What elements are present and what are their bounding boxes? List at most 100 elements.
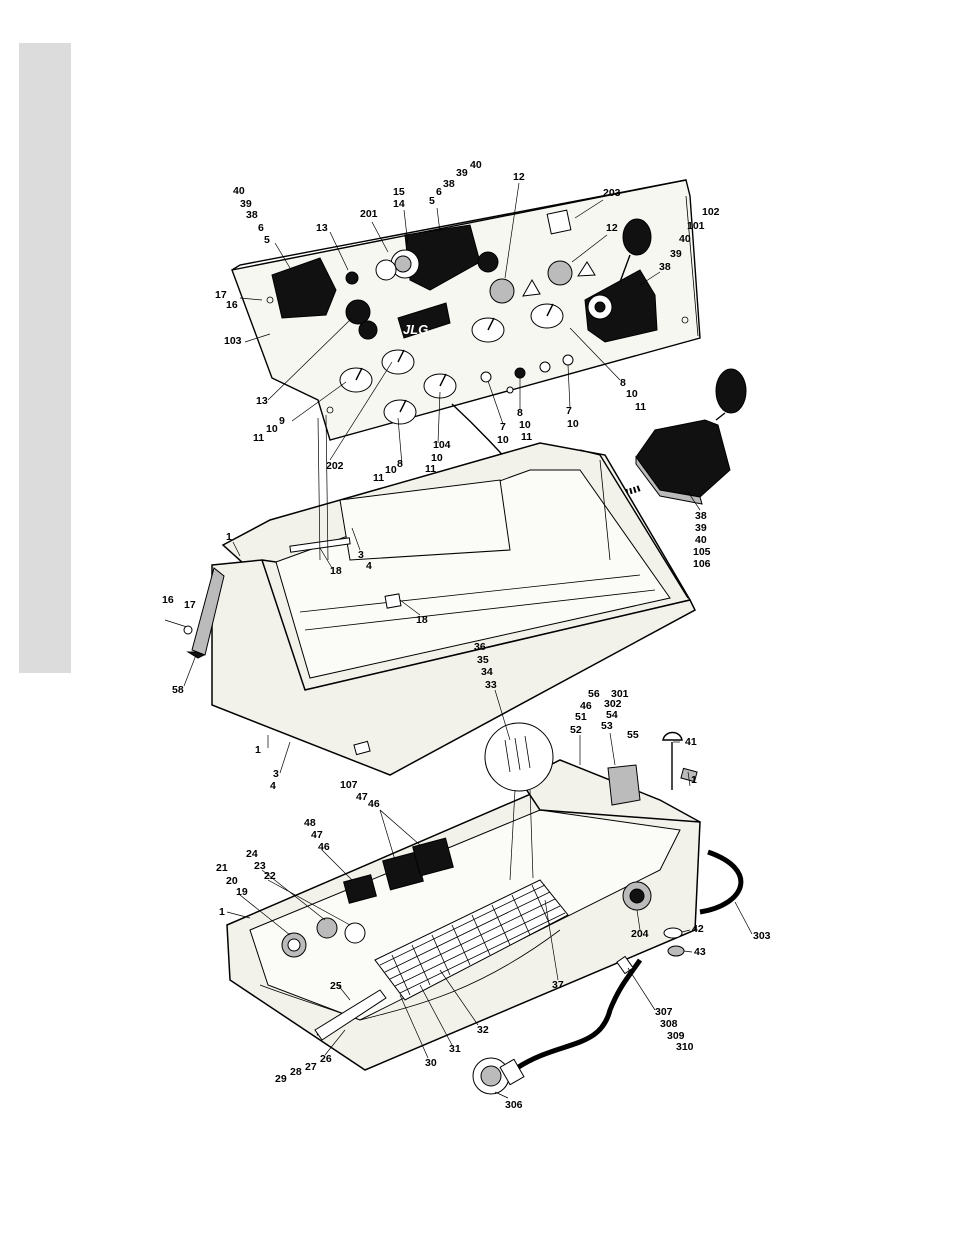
part-callout: 40 bbox=[233, 185, 245, 197]
part-callout: 7 bbox=[566, 405, 572, 417]
part-callout: 30 bbox=[425, 1057, 437, 1069]
part-callout: 10 bbox=[431, 452, 443, 464]
part-callout: 12 bbox=[513, 171, 525, 183]
part-callout: 8 bbox=[620, 377, 626, 389]
part-callout: 309 bbox=[667, 1030, 685, 1042]
part-callout: 10 bbox=[266, 423, 278, 435]
part-callout: 17 bbox=[215, 289, 227, 301]
part-callout: 42 bbox=[692, 923, 704, 935]
part-callout: 25 bbox=[330, 980, 342, 992]
part-callout: 106 bbox=[693, 558, 711, 570]
part-callout: 9 bbox=[279, 415, 285, 427]
part-callout: 10 bbox=[626, 388, 638, 400]
part-callout: 21 bbox=[216, 862, 228, 874]
part-callout: 1 bbox=[219, 906, 225, 918]
part-callout: 6 bbox=[258, 222, 264, 234]
part-callout: 11 bbox=[425, 463, 436, 475]
part-callout: 36 bbox=[474, 641, 486, 653]
part-callout: 40 bbox=[470, 159, 482, 171]
part-callout: 103 bbox=[224, 335, 242, 347]
part-callout: 13 bbox=[316, 222, 328, 234]
part-callout: 18 bbox=[330, 565, 342, 577]
part-callout: 201 bbox=[360, 208, 378, 220]
part-callout: 301 bbox=[611, 688, 629, 700]
lower-box bbox=[226, 722, 744, 1071]
part-callout: 104 bbox=[433, 439, 451, 451]
part-callout: 39 bbox=[456, 167, 468, 179]
part-callout: 5 bbox=[264, 234, 270, 246]
part-callout: 31 bbox=[449, 1043, 461, 1055]
part-callout: 52 bbox=[570, 724, 582, 736]
part-callout: 41 bbox=[685, 736, 697, 748]
part-callout: 40 bbox=[695, 534, 707, 546]
leader-lines bbox=[183, 182, 753, 1099]
part-callout: 13 bbox=[256, 395, 268, 407]
part-callout: 38 bbox=[443, 178, 455, 190]
part-callout: 27 bbox=[305, 1061, 317, 1073]
part-callout: 11 bbox=[253, 432, 264, 444]
part-callout: 22 bbox=[264, 870, 276, 882]
part-callout: 23 bbox=[254, 860, 266, 872]
part-callout: 303 bbox=[753, 930, 771, 942]
part-callout: 10 bbox=[567, 418, 579, 430]
part-callout: 12 bbox=[606, 222, 618, 234]
part-callout: 307 bbox=[655, 1006, 673, 1018]
part-callout: 38 bbox=[659, 261, 671, 273]
part-callout: 3 bbox=[273, 768, 279, 780]
part-callout: 308 bbox=[660, 1018, 678, 1030]
part-callout: 28 bbox=[290, 1066, 302, 1078]
brand-logo: JLG bbox=[403, 322, 428, 337]
part-callout: 10 bbox=[519, 419, 531, 431]
part-callout: 38 bbox=[695, 510, 707, 522]
control-panel: JLG bbox=[231, 179, 701, 441]
part-callout: 1 bbox=[691, 774, 697, 786]
part-callout: 29 bbox=[275, 1073, 287, 1085]
part-callout: 11 bbox=[373, 472, 384, 484]
part-callout: 47 bbox=[311, 829, 323, 841]
part-callout: 8 bbox=[397, 458, 403, 470]
part-callout: 7 bbox=[500, 421, 506, 433]
part-callout: 26 bbox=[320, 1053, 332, 1065]
part-callout: 33 bbox=[485, 679, 497, 691]
part-callout: 203 bbox=[603, 187, 621, 199]
part-callout: 19 bbox=[236, 886, 248, 898]
part-callout: 39 bbox=[240, 198, 252, 210]
part-callout: 39 bbox=[695, 522, 707, 534]
part-callout: 38 bbox=[246, 209, 258, 221]
part-callout: 101 bbox=[687, 220, 705, 232]
part-callout: 46 bbox=[368, 798, 380, 810]
part-callout: 34 bbox=[481, 666, 493, 678]
part-callout: 4 bbox=[270, 780, 276, 792]
part-callout: 40 bbox=[679, 233, 691, 245]
part-callout: 46 bbox=[318, 841, 330, 853]
part-callout: 16 bbox=[162, 594, 174, 606]
console-cover bbox=[164, 442, 696, 776]
part-callout: 102 bbox=[702, 206, 720, 218]
part-callout: 5 bbox=[429, 195, 435, 207]
part-callout: 46 bbox=[580, 700, 592, 712]
part-callout: 17 bbox=[184, 599, 196, 611]
part-callout: 24 bbox=[246, 848, 258, 860]
part-callout: 55 bbox=[627, 729, 639, 741]
part-callout: 10 bbox=[497, 434, 509, 446]
part-callout: 53 bbox=[601, 720, 613, 732]
part-callout: 1 bbox=[226, 531, 232, 543]
part-callout: 43 bbox=[694, 946, 706, 958]
part-callout: 1 bbox=[255, 744, 261, 756]
part-callout: 302 bbox=[604, 698, 622, 710]
part-callout: 56 bbox=[588, 688, 600, 700]
part-callout: 32 bbox=[477, 1024, 489, 1036]
side-tab bbox=[19, 43, 71, 673]
part-callout: 11 bbox=[635, 401, 646, 413]
part-callout: 39 bbox=[670, 248, 682, 260]
part-callout: 35 bbox=[477, 654, 489, 666]
part-callout: 47 bbox=[356, 791, 368, 803]
part-callout: 16 bbox=[226, 299, 238, 311]
part-callout: 14 bbox=[393, 198, 405, 210]
part-callout: 6 bbox=[436, 186, 442, 198]
terminal-block bbox=[314, 879, 569, 1041]
part-callout: 4 bbox=[366, 560, 372, 572]
part-callout: 48 bbox=[304, 817, 316, 829]
